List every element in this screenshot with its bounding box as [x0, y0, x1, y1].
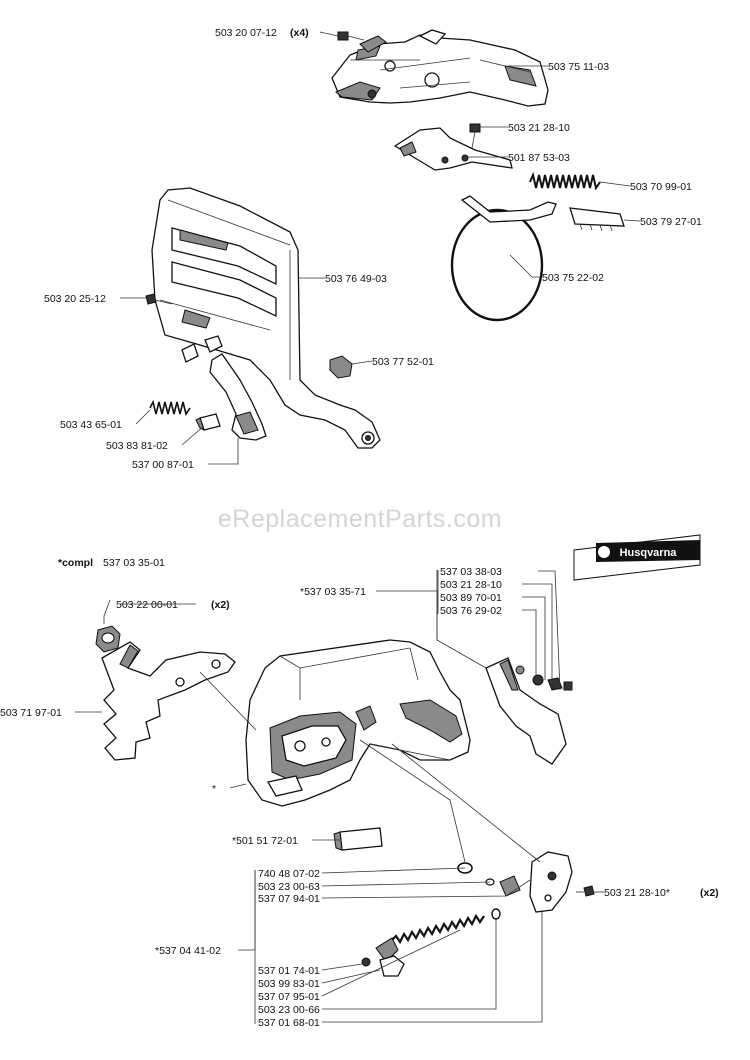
label-537008701: 537 00 87-01 — [132, 459, 194, 471]
part-labels: 503 20 07-12 (x4) 503 75 11-03 503 21 28… — [0, 27, 719, 1029]
latch-lever-part — [181, 335, 267, 441]
label-503775201: 503 77 52-01 — [372, 356, 434, 368]
label-537033803: 537 03 38-03 — [440, 566, 502, 578]
brake-link-part — [393, 123, 513, 171]
label-503230066: 503 23 00-66 — [258, 1004, 320, 1016]
label-537016801: 537 01 68-01 — [258, 1017, 320, 1029]
label-qty-x2: (x2) — [211, 599, 230, 611]
label-503752202: 503 75 22-02 — [542, 272, 604, 284]
nut-part — [95, 625, 121, 653]
label-503436501: 503 43 65-01 — [60, 419, 122, 431]
brake-mechanism-part — [331, 29, 549, 107]
label-501875303: 501 87 53-03 — [508, 152, 570, 164]
label-503764903: 503 76 49-03 — [325, 273, 387, 285]
label-537079501: 537 07 95-01 — [258, 991, 320, 1003]
label-503212810-c: 503 21 28-10* — [604, 887, 670, 899]
label-740480702: 740 48 07-02 — [258, 868, 320, 880]
coil-spring-part — [529, 171, 601, 191]
bumper-spike-part — [101, 641, 236, 761]
guide-plate-part — [569, 207, 625, 232]
watermark-text: eReplacementParts.com — [218, 505, 502, 533]
label-503792701: 503 79 27-01 — [640, 216, 702, 228]
coil-spring-part — [149, 399, 191, 416]
label-537017401: 537 01 74-01 — [258, 965, 320, 977]
label-501517201: *501 51 72-01 — [232, 835, 298, 847]
fastener-part — [515, 665, 573, 691]
label-qty-x2-b: (x2) — [700, 887, 719, 899]
label-503998301: 503 99 83-01 — [258, 978, 320, 990]
label-537044102: *537 04 41-02 — [155, 945, 221, 957]
label-503709901: 503 70 99-01 — [630, 181, 692, 193]
label-503719701: 503 71 97-01 — [0, 707, 62, 719]
label-503202512: 503 20 25-12 — [44, 293, 106, 305]
label-537079401: 537 07 94-01 — [258, 893, 320, 905]
label-compl-prefix: *compl — [58, 557, 93, 569]
label-503220001: 503 22 00-01 — [116, 599, 178, 611]
label-qty-x4: (x4) — [290, 27, 309, 39]
washer-part — [457, 862, 521, 897]
label-537033571: *537 03 35-71 — [300, 586, 366, 598]
clutch-cover-part — [245, 639, 471, 807]
label-503212810-b: 503 21 28-10 — [440, 579, 502, 591]
label-503200712: 503 20 07-12 — [215, 27, 277, 39]
screw-part — [337, 31, 387, 53]
rubber-pad-part — [333, 827, 383, 851]
label-brackets — [254, 570, 439, 1024]
tensioner-screw-part — [361, 908, 501, 977]
bushing-part — [195, 413, 221, 431]
leader-lines — [75, 31, 641, 1023]
label-503762902: 503 76 29-02 — [440, 605, 502, 617]
label-asterisk: * — [212, 783, 216, 795]
screw-part — [576, 885, 595, 897]
label-503838102: 503 83 81-02 — [106, 440, 168, 452]
guide-plate-part — [485, 657, 567, 765]
label-503897001: 503 89 70-01 — [440, 592, 502, 604]
tensioner-plate-part — [529, 851, 573, 913]
screw-part — [145, 293, 173, 305]
husqvarna-decal: Husqvarna — [573, 534, 701, 581]
brand-logo-text: Husqvarna — [620, 547, 678, 559]
label-503212810: 503 21 28-10 — [508, 122, 570, 134]
label-503751103: 503 75 11-03 — [548, 61, 609, 73]
bushing-part — [329, 355, 353, 379]
label-compl-number: 537 03 35-01 — [103, 557, 165, 569]
label-503230063: 503 23 00-63 — [258, 881, 320, 893]
brake-band-part — [450, 195, 557, 322]
hand-guard-part — [151, 187, 381, 449]
